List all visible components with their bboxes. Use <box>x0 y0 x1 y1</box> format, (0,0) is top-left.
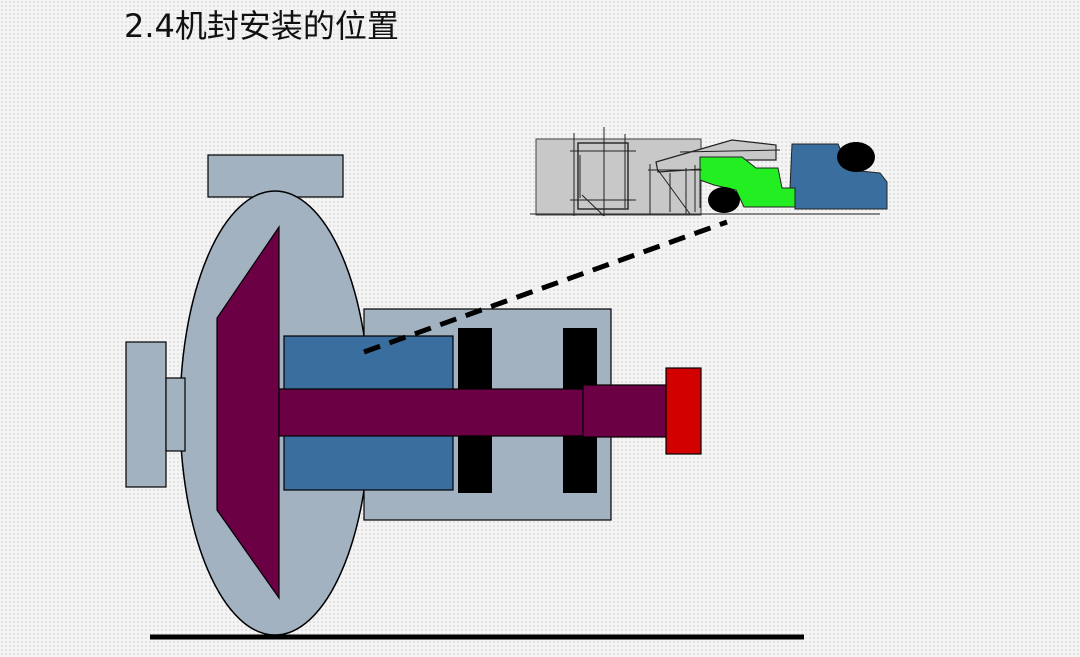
coupling <box>665 367 702 455</box>
seal-detail-lines <box>530 127 880 217</box>
discharge-flange <box>207 154 344 198</box>
slide-title: 2.4机封安装的位置 <box>124 7 399 45</box>
seal-o-ring-top <box>837 142 875 172</box>
seal-sleeve <box>655 139 777 173</box>
seal-o-ring-bottom <box>708 187 740 213</box>
suction-nozzle <box>165 377 186 452</box>
shaft-extension <box>582 384 669 438</box>
seal-seat <box>577 142 629 210</box>
suction-flange <box>125 341 167 488</box>
pump-shaft <box>278 388 586 437</box>
seal-leader-line <box>363 219 728 355</box>
impeller <box>216 225 280 600</box>
seal-detail <box>530 127 888 217</box>
